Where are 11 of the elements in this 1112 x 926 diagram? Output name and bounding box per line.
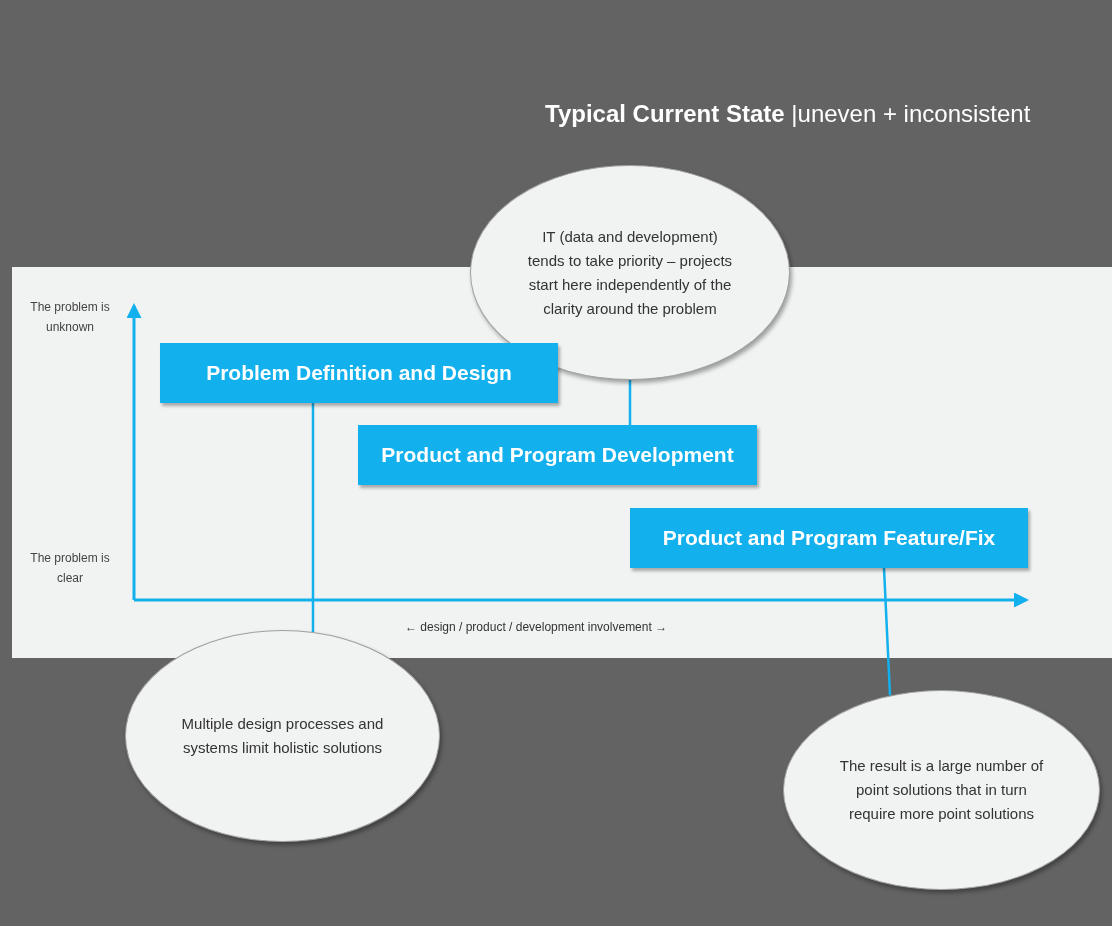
axis-label: The problem is clear: [29, 550, 111, 587]
process-box: Product and Program Feature/Fix: [630, 508, 1028, 568]
connector-line: [628, 380, 632, 425]
callout-ellipse: Multiple design processes and systems limit holistic solutions: [125, 630, 440, 842]
axis-label: The problem is unknown: [29, 299, 111, 336]
connector-line: [311, 403, 315, 632]
process-box: Problem Definition and Design: [160, 343, 558, 403]
connector-line: [882, 567, 892, 696]
callout-ellipse: The result is a large number of point solutions that in turn require more point solutions: [783, 690, 1100, 890]
process-box: Product and Program Development: [358, 425, 757, 485]
title: Typical Current State |uneven + inconsistent: [545, 99, 1031, 129]
